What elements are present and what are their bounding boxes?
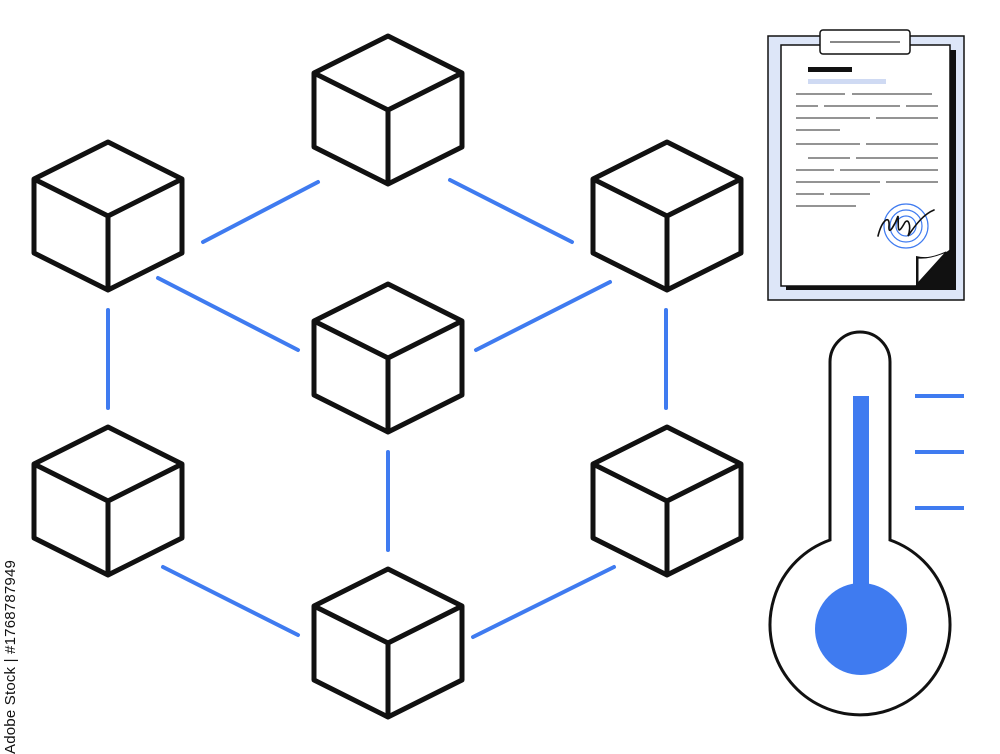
cube-icon (590, 139, 744, 293)
connection-line (474, 280, 612, 352)
network-connections (106, 178, 668, 639)
connection-line (156, 276, 300, 352)
connection-line (471, 565, 616, 639)
cube-icon (311, 33, 465, 187)
page-curl-highlight (917, 251, 947, 285)
cube-icon (311, 566, 465, 720)
stock-watermark: Adobe Stock | #1768787949 (2, 559, 19, 754)
signature-stamp (877, 203, 935, 249)
cube-icon (31, 424, 185, 578)
document-subtitle-bar (808, 79, 886, 84)
thermometer-scale-marks (915, 394, 964, 510)
document-heading-bar (808, 67, 852, 72)
cube-icon (311, 281, 465, 435)
signature (877, 209, 935, 237)
connection-line (201, 180, 320, 244)
signed-contract-icon (767, 29, 965, 301)
cube-icon (31, 139, 185, 293)
connection-line (448, 178, 574, 244)
document-text-lines (796, 93, 938, 207)
thermometer-mercury-column (853, 396, 869, 618)
connection-line (161, 565, 300, 637)
thermometer-icon (768, 330, 964, 717)
thermometer-bulb (815, 583, 907, 675)
cube-icon (590, 424, 744, 578)
